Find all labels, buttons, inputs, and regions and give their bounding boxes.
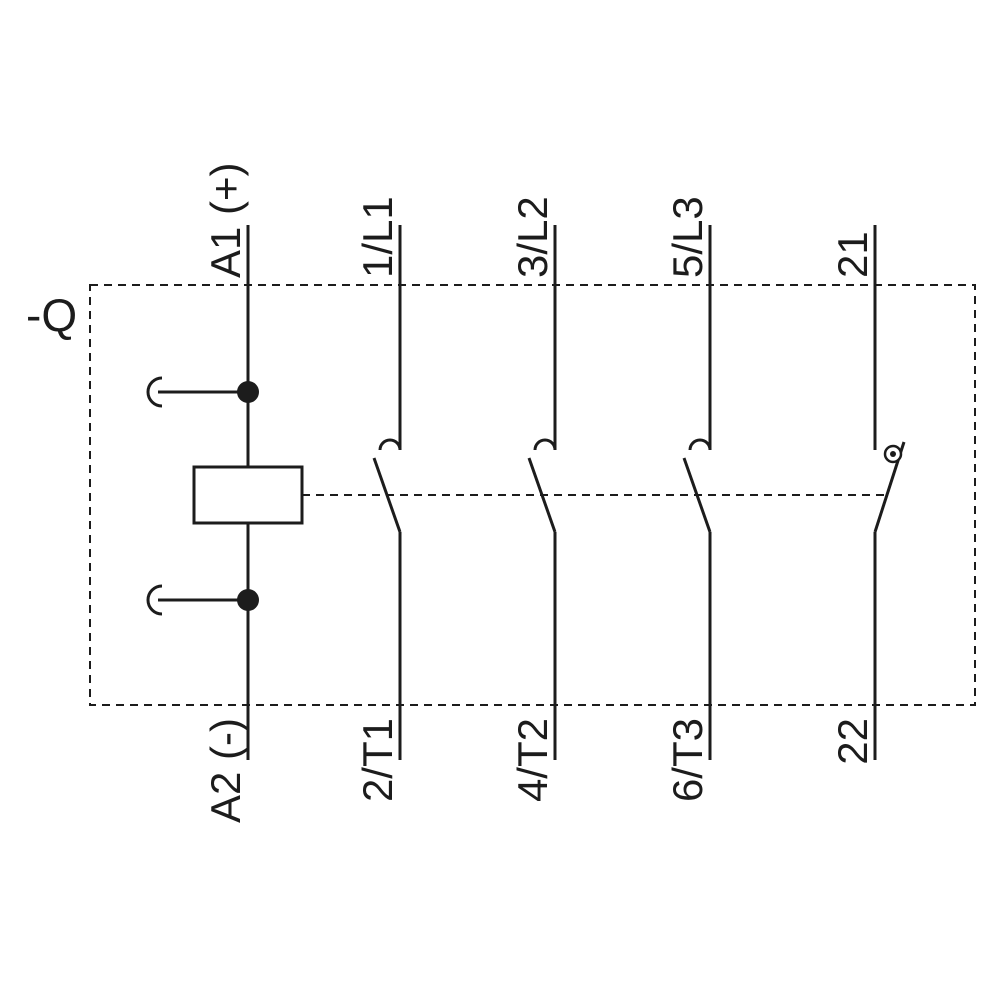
main-pole-3: 5/L3 6/T3 — [664, 196, 712, 802]
terminal-label-1l1: 1/L1 — [354, 196, 401, 278]
terminal-label-21: 21 — [829, 231, 876, 278]
terminal-label-22: 22 — [829, 718, 876, 765]
terminal-label-a2: A2 (-) — [202, 718, 249, 823]
junction-dot-top — [237, 381, 259, 403]
aux-contact-branch: 21 22 — [829, 225, 906, 765]
terminal-label-5l3: 5/L3 — [664, 196, 711, 278]
plug-connector-icon-bottom — [146, 584, 163, 616]
terminal-label-3l2: 3/L2 — [509, 196, 556, 278]
pole-1-fixed-contact-arc — [378, 438, 402, 451]
coil-symbol-box — [192, 465, 304, 525]
pole-2-fixed-contact-arc — [533, 438, 557, 451]
pole-1-moving-contact — [372, 457, 402, 533]
contactor-boundary — [89, 284, 976, 706]
terminal-label-6t3: 6/T3 — [664, 718, 711, 802]
main-pole-2: 3/L2 4/T2 — [509, 196, 557, 802]
plug-connector-icon-top — [146, 376, 163, 408]
aux-fixed-contact-dot — [890, 451, 896, 457]
terminal-label-a1: A1 (+) — [202, 162, 249, 278]
device-designation-label: -Q — [26, 289, 77, 341]
terminal-label-2t1: 2/T1 — [354, 718, 401, 802]
terminal-label-4t2: 4/T2 — [509, 718, 556, 802]
coil-branch: A1 (+) A2 (-) — [146, 162, 304, 823]
junction-dot-bottom — [237, 589, 259, 611]
pole-3-fixed-contact-arc — [688, 438, 712, 451]
main-pole-1: 1/L1 2/T1 — [354, 196, 402, 802]
pole-2-moving-contact — [527, 457, 557, 533]
pole-3-moving-contact — [682, 457, 712, 533]
